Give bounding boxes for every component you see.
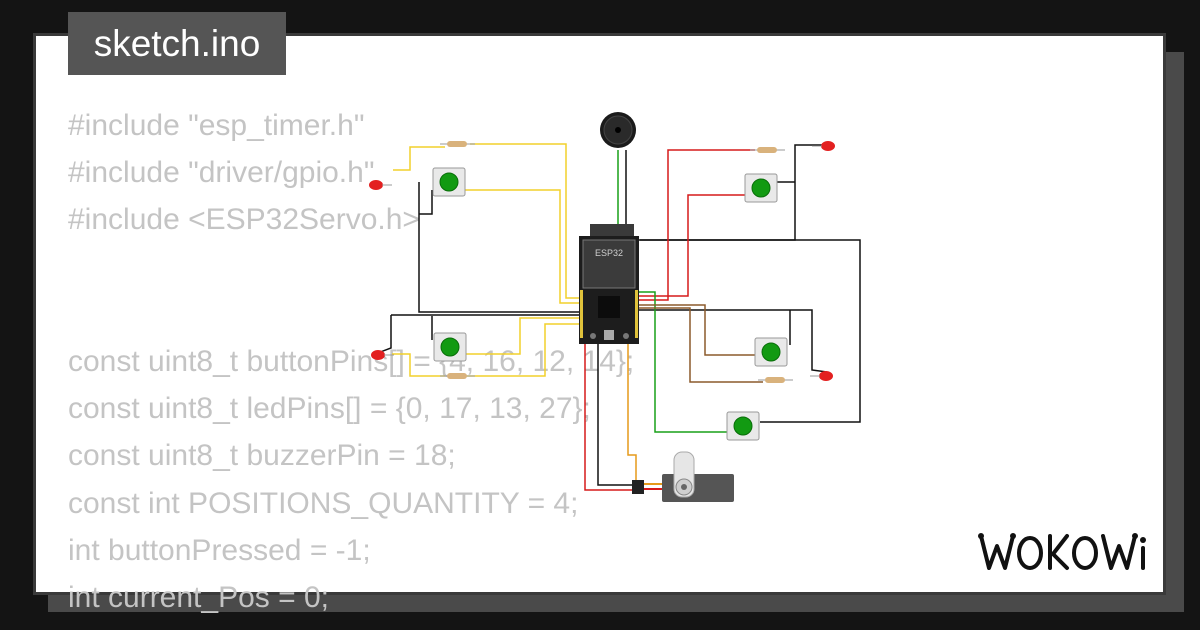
led <box>810 371 833 381</box>
wire <box>630 239 861 423</box>
wire <box>465 317 582 355</box>
wires <box>374 143 861 491</box>
resistor <box>440 141 475 147</box>
pushbutton <box>744 173 778 203</box>
board-pins <box>580 290 638 338</box>
code-line: const uint8_t buzzerPin = 18; <box>68 439 456 473</box>
led <box>369 180 392 190</box>
wire <box>597 340 636 486</box>
wire <box>630 307 763 383</box>
wire <box>640 144 825 241</box>
wire <box>418 182 582 313</box>
wire <box>470 143 582 299</box>
servo <box>632 451 734 502</box>
pushbutton <box>433 332 467 362</box>
wire <box>630 309 828 373</box>
wire <box>630 304 757 356</box>
wire <box>419 190 433 215</box>
wire <box>392 353 445 377</box>
code-line: int current_Pos = 0; <box>68 580 329 614</box>
code-preview: #include "esp_timer.h" #include "driver/… <box>68 102 634 621</box>
wire <box>465 323 582 377</box>
wire <box>393 146 445 171</box>
pushbutton <box>726 411 760 441</box>
wire <box>630 291 728 433</box>
board-label: ESP32 <box>595 248 623 258</box>
code-line: int buttonPressed = -1; <box>68 533 371 567</box>
code-line: #include "driver/gpio.h" <box>68 156 375 190</box>
wire <box>630 194 745 297</box>
wire <box>627 320 637 482</box>
pushbutton <box>754 337 788 367</box>
file-name-tab[interactable]: sketch.ino <box>68 12 286 75</box>
code-line: const uint8_t ledPins[] = {0, 17, 13, 27… <box>68 392 591 426</box>
resistor <box>440 373 475 379</box>
esp32-board: ESP32 <box>579 224 639 344</box>
led <box>371 350 394 360</box>
resistor <box>750 147 785 153</box>
wire <box>374 315 392 355</box>
buzzer <box>600 112 636 148</box>
wire <box>584 340 636 491</box>
code-line: const int POSITIONS_QUANTITY = 4; <box>68 486 579 520</box>
led <box>812 141 835 151</box>
code-line: #include <ESP32Servo.h> <box>68 203 420 237</box>
pushbutton <box>432 167 466 197</box>
resistor <box>758 377 793 383</box>
code-line: #include "esp_timer.h" <box>68 109 365 142</box>
wokwi-logo[interactable] <box>975 528 1150 578</box>
wire <box>630 149 755 301</box>
wire <box>465 189 582 304</box>
